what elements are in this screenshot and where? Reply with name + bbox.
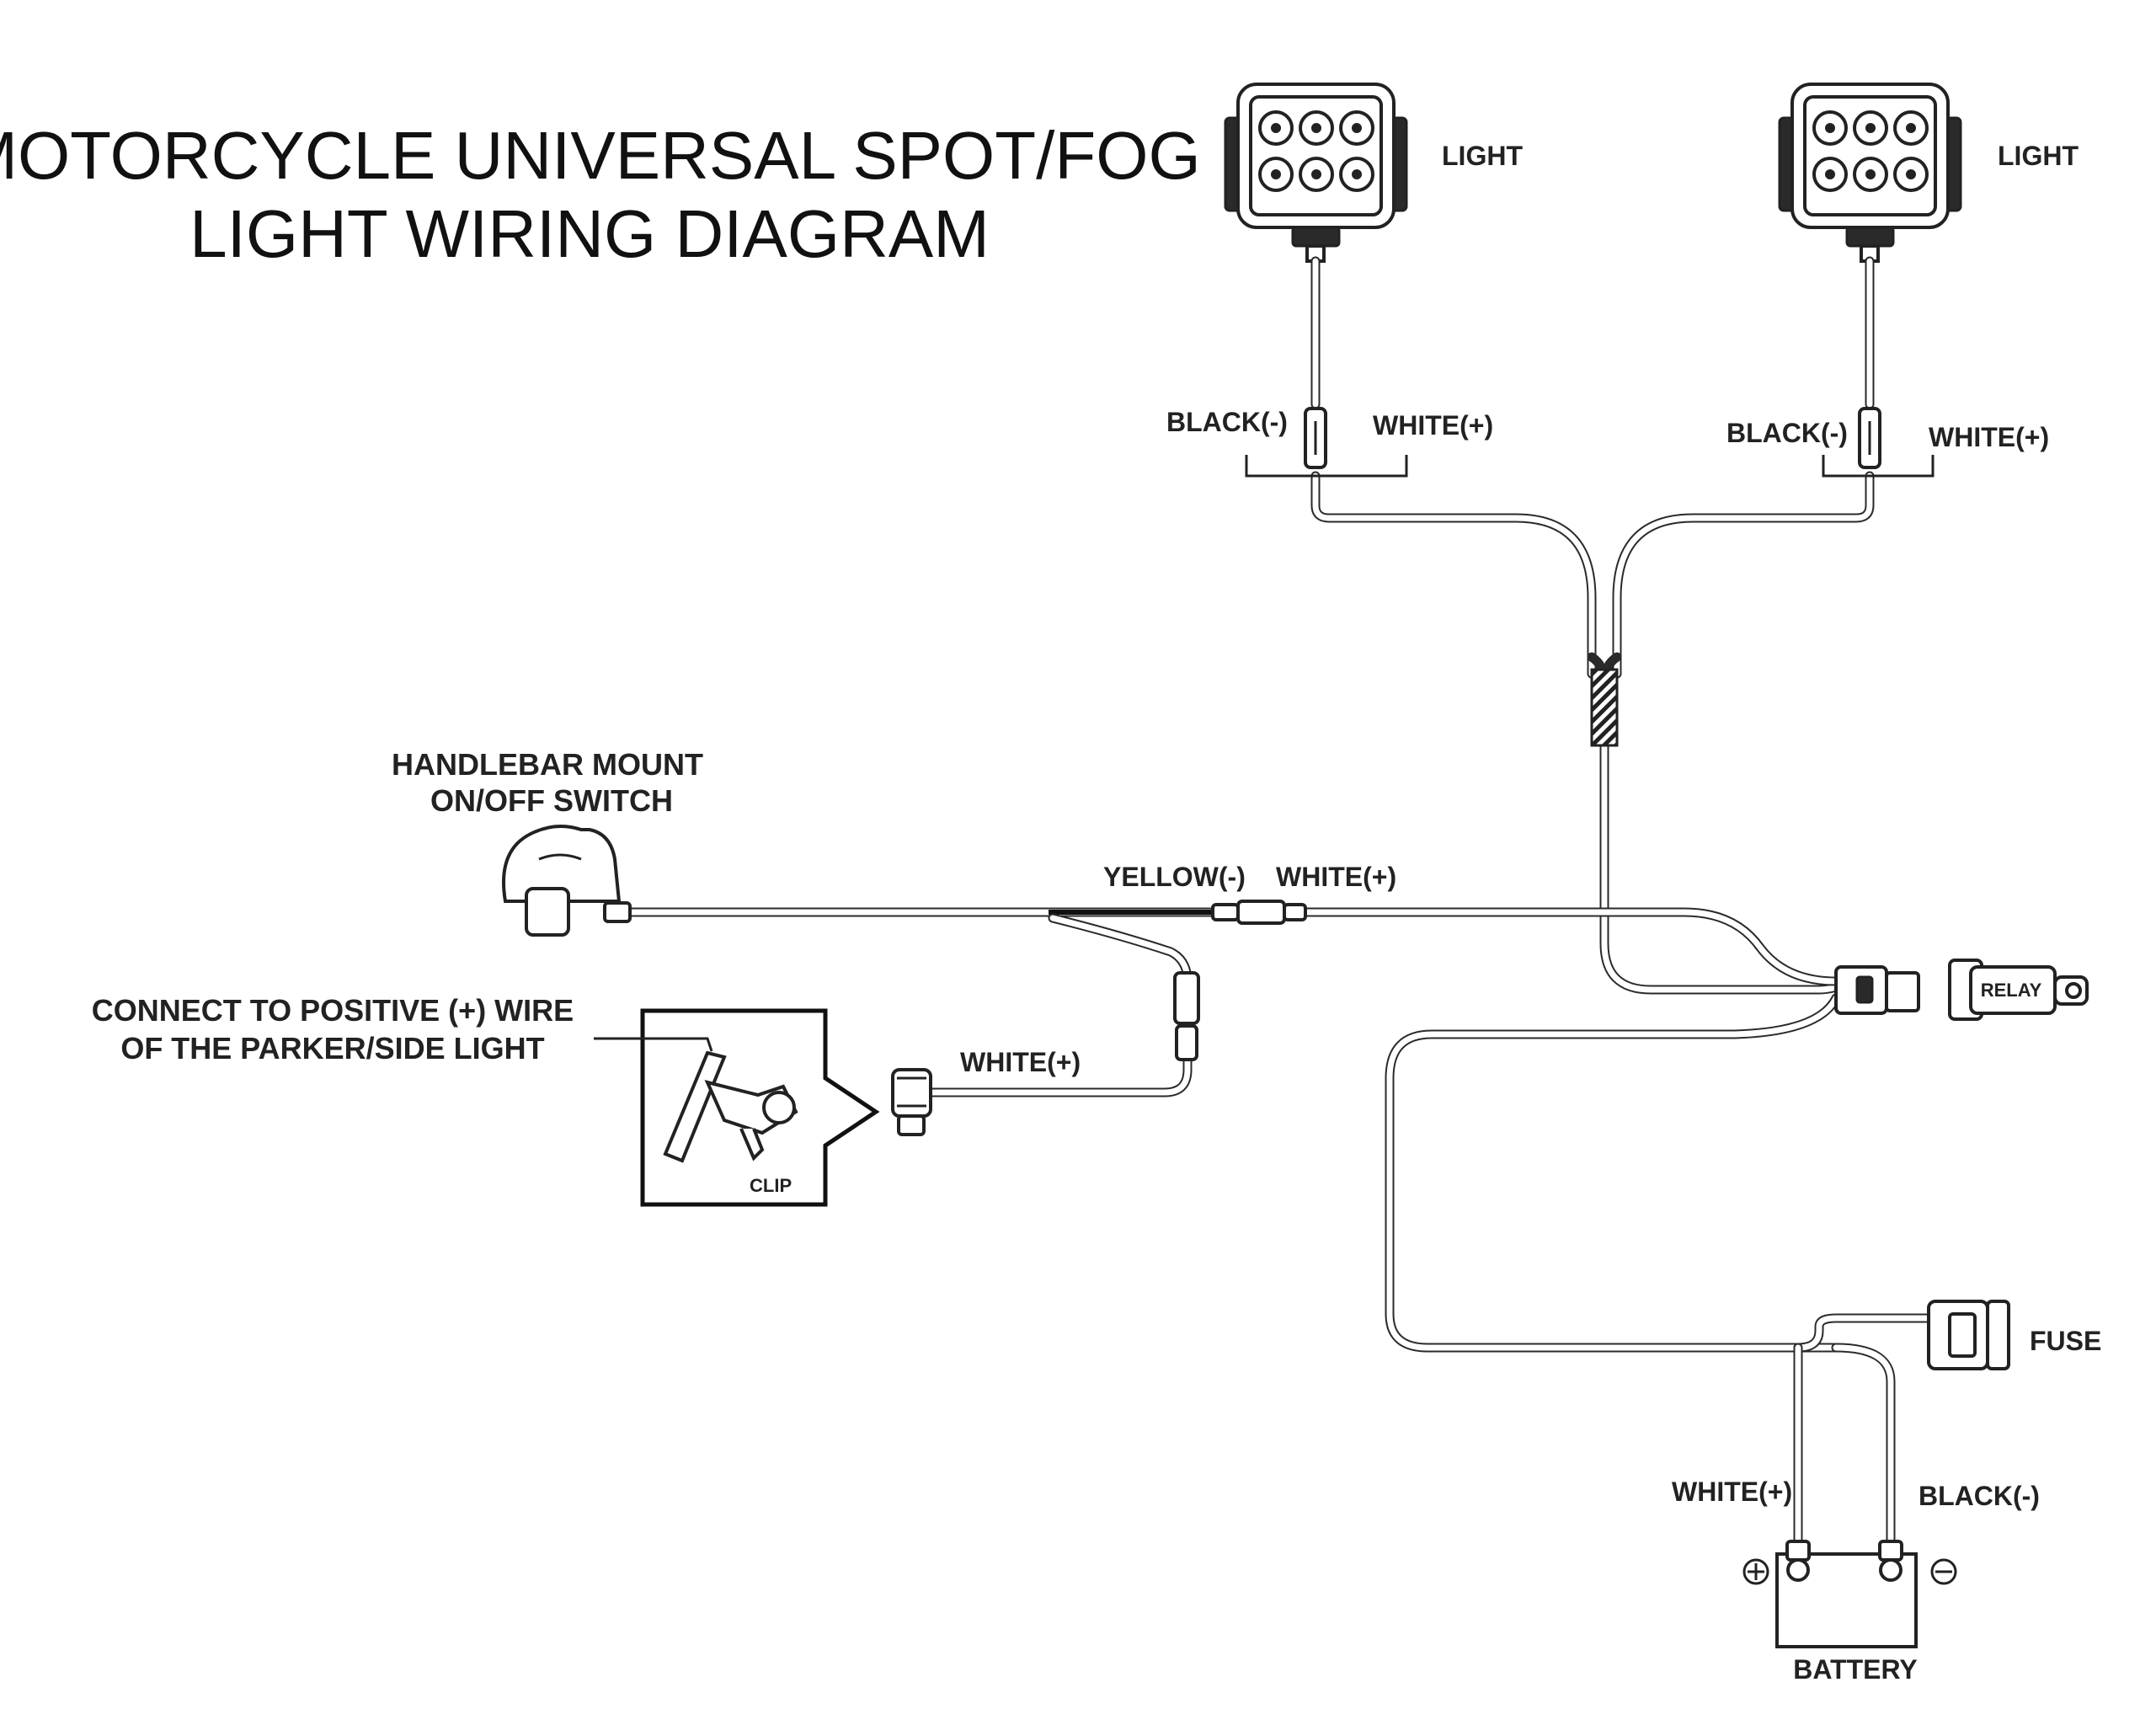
clip-label: CLIP — [750, 1175, 792, 1196]
light-left-white-label: WHITE(+) — [1373, 410, 1493, 441]
inline-connector — [1211, 900, 1307, 925]
wire-switch-to-relay — [622, 907, 1841, 986]
parker-white-wire-label: WHITE(+) — [960, 1047, 1081, 1077]
harness-sleeve — [1590, 668, 1619, 747]
battery-black-label: BLACK(-) — [1919, 1481, 2040, 1511]
wiring-harness — [622, 471, 1934, 1559]
parker-tap-connector — [891, 1068, 932, 1136]
light-left-black-label: BLACK(-) — [1166, 407, 1288, 437]
led-array-left — [1258, 110, 1374, 192]
wire-right-light — [1612, 471, 1875, 679]
switch-label-line-1: HANDLEBAR MOUNT — [392, 747, 703, 782]
wire-battery-black — [1831, 1343, 1896, 1559]
diagram-title-line-2: LIGHT WIRING DIAGRAM — [189, 196, 990, 271]
parker-leader-line — [594, 1037, 713, 1052]
battery-label: BATTERY — [1793, 1654, 1918, 1685]
parker-callout — [594, 1008, 880, 1207]
yellow-wire-label: YELLOW(-) — [1103, 862, 1246, 892]
light-right-black-label: BLACK(-) — [1726, 418, 1848, 448]
clip-drawing — [663, 1050, 798, 1163]
wire-main-trunk — [1599, 736, 1841, 995]
fuse-label: FUSE — [2030, 1326, 2101, 1356]
light-left-label: LIGHT — [1442, 141, 1523, 171]
light-right-white-label: WHITE(+) — [1929, 422, 2049, 452]
switch-label-line-2: ON/OFF SWITCH — [430, 783, 673, 818]
parker-branch-connector — [1173, 971, 1200, 1061]
relay-socket — [1834, 965, 1920, 1015]
battery — [1742, 1540, 1957, 1648]
light-unit-right — [1778, 83, 1962, 478]
switch-white-wire-label: WHITE(+) — [1276, 862, 1396, 892]
fuse-holder — [1927, 1300, 2010, 1370]
bracket-right — [1822, 455, 1935, 478]
relay-unit — [1948, 959, 2089, 1021]
parker-label-line-1: CONNECT TO POSITIVE (+) WIRE — [92, 993, 574, 1028]
wire-left-light — [1310, 471, 1597, 679]
battery-white-label: WHITE(+) — [1672, 1477, 1792, 1507]
led-array-right — [1812, 110, 1929, 192]
negative-icon — [1930, 1558, 1957, 1585]
handlebar-switch — [502, 825, 632, 937]
light-right-label: LIGHT — [1998, 141, 2079, 171]
relay-label: RELAY — [1981, 980, 2042, 1001]
positive-icon — [1742, 1558, 1769, 1585]
diagram-title-line-1: MOTORCYCLE UNIVERSAL SPOT/FOG — [0, 118, 1201, 193]
parker-label-line-2: OF THE PARKER/SIDE LIGHT — [120, 1031, 544, 1065]
light-unit-left — [1224, 83, 1408, 478]
wire-relay-to-fuse — [1385, 993, 1841, 1353]
bracket-left — [1245, 455, 1408, 478]
